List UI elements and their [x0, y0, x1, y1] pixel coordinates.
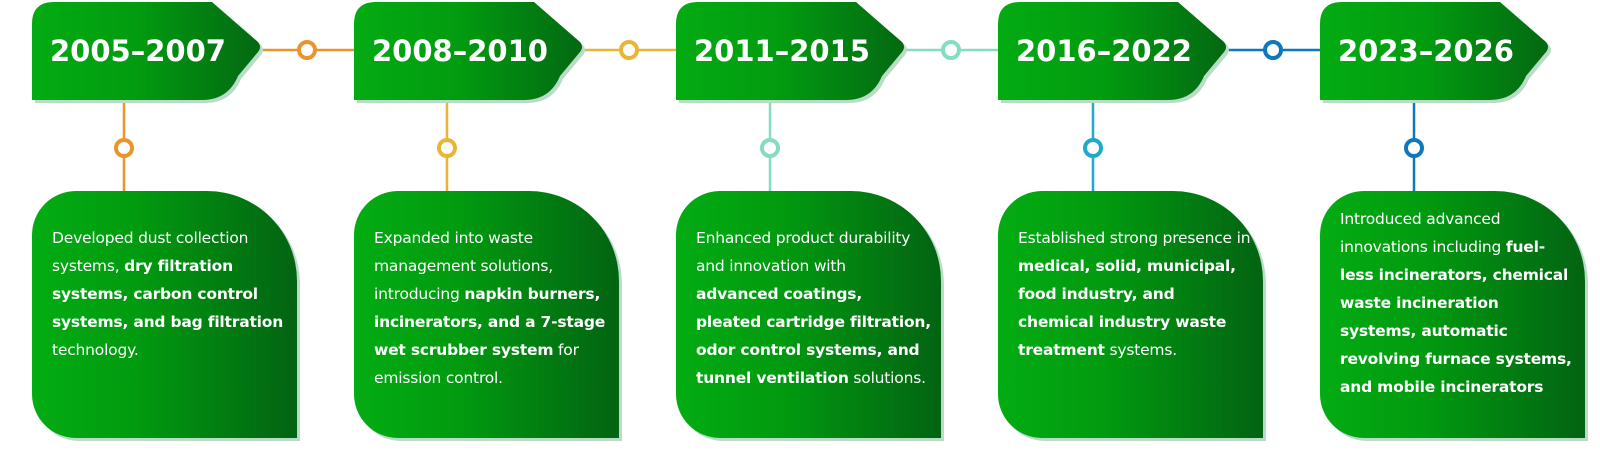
period-label: 2011–2015 — [694, 34, 870, 68]
description-card: Expanded into waste management solutions… — [354, 191, 622, 441]
description-highlight: advanced coatings, pleated cartridge fil… — [696, 285, 931, 387]
period-label: 2023–2026 — [1338, 34, 1514, 68]
timeline-node — [437, 138, 457, 158]
period-tag: 2023–2026 — [1320, 2, 1551, 103]
timeline-node — [1404, 138, 1424, 158]
description-text: Established strong presence in medical, … — [1018, 224, 1254, 364]
description-highlight: medical, solid, municipal, food industry… — [1018, 257, 1236, 359]
connector-node — [619, 40, 639, 60]
period-tag: 2005–2007 — [32, 2, 263, 103]
period-label: 2005–2007 — [50, 34, 226, 68]
description-segment: systems. — [1104, 341, 1177, 359]
timeline-node — [114, 138, 134, 158]
description-segment: technology. — [52, 341, 139, 359]
description-highlight: fuel-less incinerators, chemical waste i… — [1340, 238, 1572, 396]
description-highlight: dry filtration systems, carbon control s… — [52, 257, 284, 331]
description-segment: Expanded into waste management solutions… — [374, 229, 553, 303]
description-text: Introduced advanced innovations includin… — [1340, 205, 1576, 401]
description-card: Developed dust collection systems, dry f… — [32, 191, 300, 441]
period-label: 2016–2022 — [1016, 34, 1192, 68]
description-segment: Developed dust collection systems, — [52, 229, 249, 275]
description-card: Established strong presence in medical, … — [998, 191, 1266, 441]
period-tag: 2016–2022 — [998, 2, 1229, 103]
description-segment: Established strong presence in — [1018, 229, 1251, 247]
period-tag: 2008–2010 — [354, 2, 585, 103]
description-highlight: napkin burners, incinerators, and a 7-st… — [374, 285, 606, 359]
timeline-node — [1083, 138, 1103, 158]
description-card: Introduced advanced innovations includin… — [1320, 191, 1588, 441]
connector-node — [941, 40, 961, 60]
period-tag: 2011–2015 — [676, 2, 907, 103]
connector-node — [1263, 40, 1283, 60]
description-segment: Enhanced product durability and innovati… — [696, 229, 911, 275]
description-segment: for emission control. — [374, 341, 579, 387]
period-label: 2008–2010 — [372, 34, 548, 68]
description-text: Expanded into waste management solutions… — [374, 224, 610, 392]
description-text: Enhanced product durability and innovati… — [696, 224, 932, 392]
description-card: Enhanced product durability and innovati… — [676, 191, 944, 441]
timeline-node — [760, 138, 780, 158]
description-text: Developed dust collection systems, dry f… — [52, 224, 288, 364]
description-segment: solutions. — [848, 369, 926, 387]
connector-node — [297, 40, 317, 60]
description-segment: Introduced advanced innovations includin… — [1340, 210, 1506, 256]
